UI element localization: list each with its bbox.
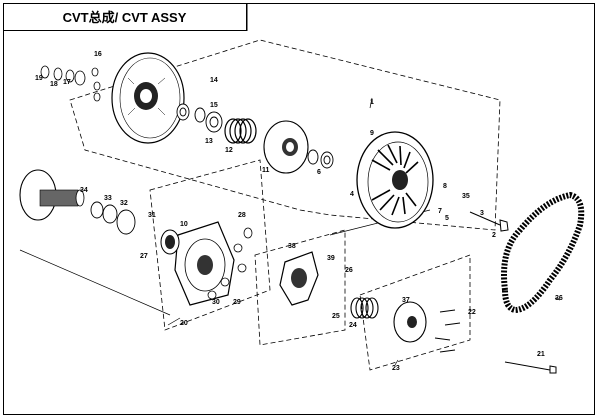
callout-2: 2 [492, 232, 496, 239]
callout-38: 38 [288, 243, 296, 250]
callout-28: 28 [238, 212, 246, 219]
bearing-set-mid [307, 149, 334, 169]
callout-23: 23 [392, 365, 400, 372]
drive-belt [501, 191, 585, 314]
callout-22: 22 [468, 309, 476, 316]
primary-drive-disk [19, 169, 85, 221]
bolt-21 [504, 361, 557, 374]
callout-19: 19 [35, 75, 43, 82]
callout-39: 39 [327, 255, 335, 262]
driven-spring [350, 297, 379, 319]
callout-31: 31 [148, 212, 156, 219]
fan-cover [356, 131, 434, 229]
spider [279, 251, 319, 306]
callout-5: 5 [445, 215, 449, 222]
drawing-frame [3, 3, 595, 415]
callout-18: 18 [50, 81, 58, 88]
callout-34: 34 [80, 187, 88, 194]
bolt-2 [469, 211, 509, 232]
movable-sheave [263, 120, 309, 174]
driven-plate [393, 301, 427, 343]
callout-17: 17 [63, 79, 71, 86]
callout-33: 33 [104, 195, 112, 202]
callout-36: 36 [555, 295, 563, 302]
callout-9: 9 [370, 130, 374, 137]
callout-21: 21 [537, 351, 545, 358]
callout-10: 10 [180, 221, 188, 228]
callout-8: 8 [443, 183, 447, 190]
callout-13: 13 [205, 138, 213, 145]
group-outline-driven [359, 254, 471, 371]
callout-32: 32 [120, 200, 128, 207]
callout-25: 25 [332, 313, 340, 320]
callout-37: 37 [402, 297, 410, 304]
callout-4: 4 [350, 191, 354, 198]
callout-35: 35 [462, 193, 470, 200]
callout-16: 16 [94, 51, 102, 58]
callout-numbers: 1234567891011121314151617181920212223242… [35, 51, 563, 372]
callout-1: 1 [370, 99, 374, 106]
bearing-set-upper [176, 103, 223, 133]
callout-26: 26 [345, 267, 353, 274]
clutch-housing [160, 221, 235, 306]
callout-14: 14 [210, 77, 218, 84]
diagram-title: CVT总成/ CVT ASSY [62, 10, 187, 25]
callout-7: 7 [438, 208, 442, 215]
callout-11: 11 [262, 167, 270, 174]
callout-15: 15 [210, 102, 218, 109]
callout-30: 30 [212, 299, 220, 306]
rollers-28-29 [207, 227, 253, 300]
group-outline-clutch [149, 159, 271, 331]
group-outline-center [254, 229, 346, 346]
callout-3: 3 [480, 210, 484, 217]
callout-12: 12 [225, 147, 233, 154]
bolts-22 [434, 309, 461, 353]
callout-29: 29 [233, 299, 241, 306]
drive-face-disk [111, 52, 185, 144]
rings-31-33 [90, 201, 136, 235]
callout-24: 24 [349, 322, 357, 329]
callout-6: 6 [317, 169, 321, 176]
callout-20: 20 [180, 320, 188, 327]
callout-27: 27 [140, 253, 148, 260]
spring [224, 118, 257, 144]
small-washers [40, 65, 101, 102]
